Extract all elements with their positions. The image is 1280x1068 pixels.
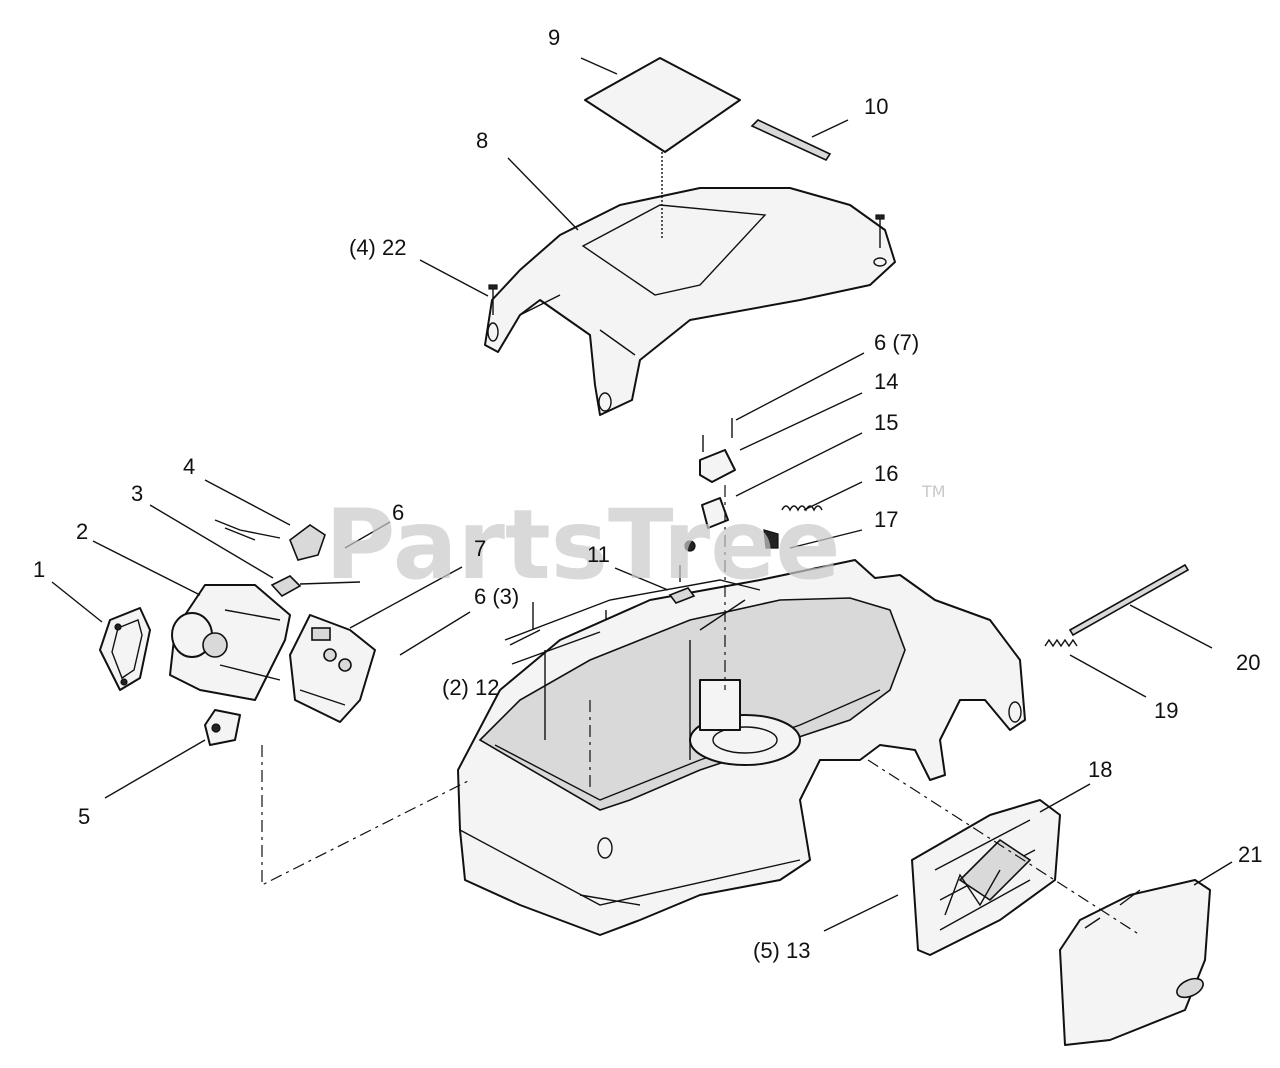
callout-3: 3 <box>131 481 143 506</box>
dash-panel-icon <box>169 584 291 701</box>
callout-2: 2 <box>76 519 88 544</box>
callout-17: 17 <box>874 507 898 532</box>
callout-8: 8 <box>476 128 488 153</box>
key-switch-icon <box>214 519 326 561</box>
watermark-text: PartsTree <box>325 489 840 601</box>
dump-chute-icon <box>911 799 1061 956</box>
callout-20: 20 <box>1236 650 1260 675</box>
callout-5: 5 <box>78 804 90 829</box>
callout-22: (4) 22 <box>349 235 406 260</box>
callout-13: (5) 13 <box>753 938 810 963</box>
chute-cover-icon <box>1059 879 1211 1046</box>
callout-9: 9 <box>548 25 560 50</box>
callout-6: 6 <box>392 500 404 525</box>
control-panel-icon <box>289 614 376 723</box>
callout-19: 19 <box>1154 698 1178 723</box>
leader-lines <box>51 57 1233 932</box>
decal-icon <box>584 57 741 153</box>
callout-6-7: 6 (7) <box>874 330 919 355</box>
spring-icon <box>1044 638 1078 648</box>
callout-labels: 9 10 8 (4) 22 6 (7) 14 15 16 17 4 3 6 2 … <box>33 25 1262 963</box>
callout-4: 4 <box>183 454 195 479</box>
callout-11: 11 <box>587 542 610 567</box>
callout-18: 18 <box>1088 757 1112 782</box>
callout-12: (2) 12 <box>442 675 499 700</box>
bracket-icon <box>668 540 696 604</box>
spring-icon <box>781 505 823 512</box>
callout-21: 21 <box>1238 842 1262 867</box>
callout-14: 14 <box>874 369 898 394</box>
bracket-icon <box>699 449 736 483</box>
rod-icon <box>1068 563 1190 637</box>
gasket-icon <box>99 607 151 691</box>
callout-7: 7 <box>474 536 486 561</box>
callout-6-3: 6 (3) <box>474 584 519 609</box>
strip-icon <box>750 119 832 162</box>
guide-lines <box>261 485 1141 936</box>
callout-16: 16 <box>874 461 898 486</box>
callout-10: 10 <box>864 94 888 119</box>
watermark-trademark: TM <box>921 482 946 501</box>
block-icon <box>701 497 729 529</box>
callout-15: 15 <box>874 410 898 435</box>
hood-cover-icon <box>484 187 896 416</box>
toggle-switch-icon <box>204 709 241 746</box>
body-housing-icon <box>457 559 1026 936</box>
knob-icon <box>763 529 779 549</box>
switch-icon <box>270 575 361 598</box>
callout-1: 1 <box>33 557 45 582</box>
